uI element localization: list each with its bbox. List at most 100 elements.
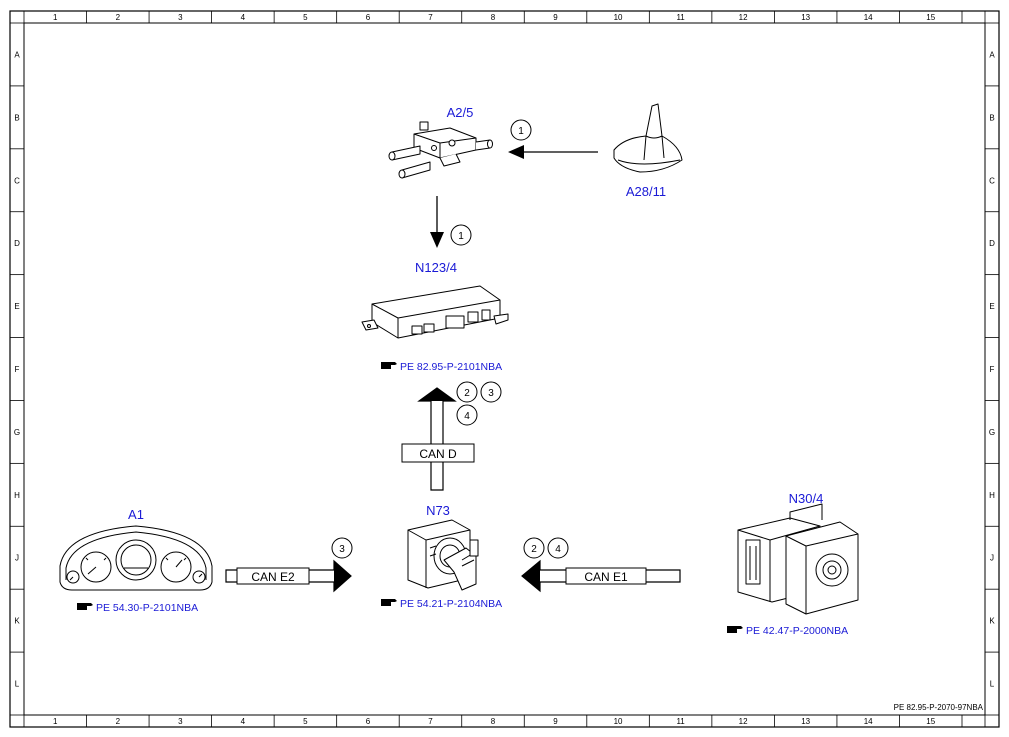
marker-circle bbox=[456, 381, 478, 403]
marker-text: 3 bbox=[488, 388, 494, 399]
grid-label: D bbox=[989, 239, 995, 248]
n123-4-ref: PE 82.95-P-2101NBA bbox=[400, 361, 502, 373]
grid-label: G bbox=[14, 428, 20, 437]
grid-label: 5 bbox=[303, 717, 308, 726]
grid-label: 13 bbox=[801, 13, 810, 22]
grid-label: A bbox=[989, 50, 995, 59]
grid-label: 3 bbox=[178, 717, 183, 726]
grid-label: 7 bbox=[428, 717, 433, 726]
n123-4-drawing bbox=[361, 285, 509, 339]
grid-label: K bbox=[14, 617, 20, 626]
n30-4-component: N30/4 PE 42.47-P-2000NBA bbox=[727, 491, 859, 637]
grid-label: H bbox=[989, 491, 995, 500]
grid-label: 11 bbox=[676, 717, 685, 726]
a28-11-drawing bbox=[613, 103, 683, 173]
grid-label: 13 bbox=[801, 717, 810, 726]
a28-11-component: A28/11 bbox=[613, 103, 683, 199]
marker-text: 2 bbox=[531, 544, 537, 555]
can-e1-label: CAN E1 bbox=[584, 570, 628, 584]
n30-4-label: N30/4 bbox=[789, 491, 824, 506]
grid-label: D bbox=[14, 239, 20, 248]
grid-label: 7 bbox=[428, 13, 433, 22]
grid-ticks bbox=[10, 11, 999, 727]
grid-label: E bbox=[989, 302, 994, 311]
a2-5-label: A2/5 bbox=[447, 105, 474, 120]
grid-label: B bbox=[14, 113, 19, 122]
n123-4-reference[interactable]: PE 82.95-P-2101NBA bbox=[381, 361, 502, 373]
can-e1-bus: CAN E1 2 4 bbox=[521, 537, 681, 593]
grid-label: 4 bbox=[241, 717, 246, 726]
a28-11-label: A28/11 bbox=[626, 184, 666, 199]
marker-circle bbox=[547, 537, 569, 559]
marker-text: 1 bbox=[458, 231, 464, 242]
pointing-hand-icon bbox=[727, 626, 743, 633]
grid-label: K bbox=[989, 617, 995, 626]
grid-label: 11 bbox=[676, 13, 685, 22]
grid-label: 4 bbox=[241, 13, 246, 22]
grid-label: J bbox=[15, 554, 19, 563]
grid-label: L bbox=[15, 680, 20, 689]
can-e1-label-box bbox=[565, 567, 647, 585]
grid-label: 2 bbox=[116, 13, 121, 22]
marker-text: 4 bbox=[464, 411, 470, 422]
can-e2-label-box bbox=[236, 567, 310, 585]
n123-4-label: N123/4 bbox=[415, 260, 457, 275]
grid-label: 8 bbox=[491, 13, 496, 22]
can-e2-label: CAN E2 bbox=[251, 570, 295, 584]
grid-label: 15 bbox=[926, 13, 935, 22]
a1-drawing bbox=[59, 525, 213, 591]
grid-label: 9 bbox=[553, 717, 558, 726]
grid-label: 9 bbox=[553, 13, 558, 22]
grid-label: 5 bbox=[303, 13, 308, 22]
grid-label: 14 bbox=[864, 13, 873, 22]
a2-5-drawing bbox=[388, 121, 493, 179]
frame-inner bbox=[23, 22, 986, 716]
can-d-bus: CAN D 2 3 4 bbox=[401, 381, 502, 491]
marker-text: 3 bbox=[339, 544, 345, 555]
grid-label: 12 bbox=[739, 717, 748, 726]
marker-circle bbox=[510, 119, 532, 141]
pointing-hand-icon bbox=[381, 599, 397, 606]
grid-label: 3 bbox=[178, 13, 183, 22]
n73-label: N73 bbox=[426, 503, 450, 518]
grid-label: 6 bbox=[366, 13, 371, 22]
document-id: PE 82.95-P-2070-97NBA bbox=[894, 703, 984, 712]
n73-reference[interactable]: PE 54.21-P-2104NBA bbox=[381, 598, 502, 610]
marker-circle bbox=[480, 381, 502, 403]
grid-label: 14 bbox=[864, 717, 873, 726]
grid-label: B bbox=[989, 113, 994, 122]
grid-label: 10 bbox=[614, 717, 623, 726]
grid-labels: 1122334455667788991010111112121313141415… bbox=[14, 13, 995, 726]
grid-label: 2 bbox=[116, 717, 121, 726]
marker-text: 1 bbox=[518, 126, 524, 137]
grid-label: C bbox=[14, 176, 20, 185]
marker-text: 4 bbox=[555, 544, 561, 555]
arrow-a2-5-to-n123-4: 1 bbox=[430, 196, 472, 248]
grid-label: 8 bbox=[491, 717, 496, 726]
marker-circle bbox=[456, 404, 478, 426]
pointing-hand-icon bbox=[77, 603, 93, 610]
grid-label: G bbox=[989, 428, 995, 437]
a1-ref: PE 54.30-P-2101NBA bbox=[96, 602, 198, 614]
marker-text: 2 bbox=[464, 388, 470, 399]
n30-4-reference[interactable]: PE 42.47-P-2000NBA bbox=[727, 625, 848, 637]
grid-label: L bbox=[990, 680, 995, 689]
marker-circle bbox=[450, 224, 472, 246]
frame-outer bbox=[9, 10, 1000, 728]
grid-label: A bbox=[14, 50, 20, 59]
n73-ref: PE 54.21-P-2104NBA bbox=[400, 598, 502, 610]
pointing-hand-icon bbox=[381, 362, 397, 369]
a1-reference[interactable]: PE 54.30-P-2101NBA bbox=[77, 602, 198, 614]
can-d-label: CAN D bbox=[419, 447, 457, 461]
grid-label: 6 bbox=[366, 717, 371, 726]
grid-label: F bbox=[15, 365, 20, 374]
grid-label: 10 bbox=[614, 13, 623, 22]
a1-label: A1 bbox=[128, 507, 144, 522]
n73-component: N73 PE 54.21-P-2104NBA bbox=[381, 503, 502, 610]
a1-component: A1 PE 54.30-P-2101NBA bbox=[59, 507, 213, 614]
grid-label: E bbox=[14, 302, 19, 311]
grid-label: 1 bbox=[53, 13, 58, 22]
grid-label: 1 bbox=[53, 717, 58, 726]
n73-drawing bbox=[407, 519, 479, 591]
